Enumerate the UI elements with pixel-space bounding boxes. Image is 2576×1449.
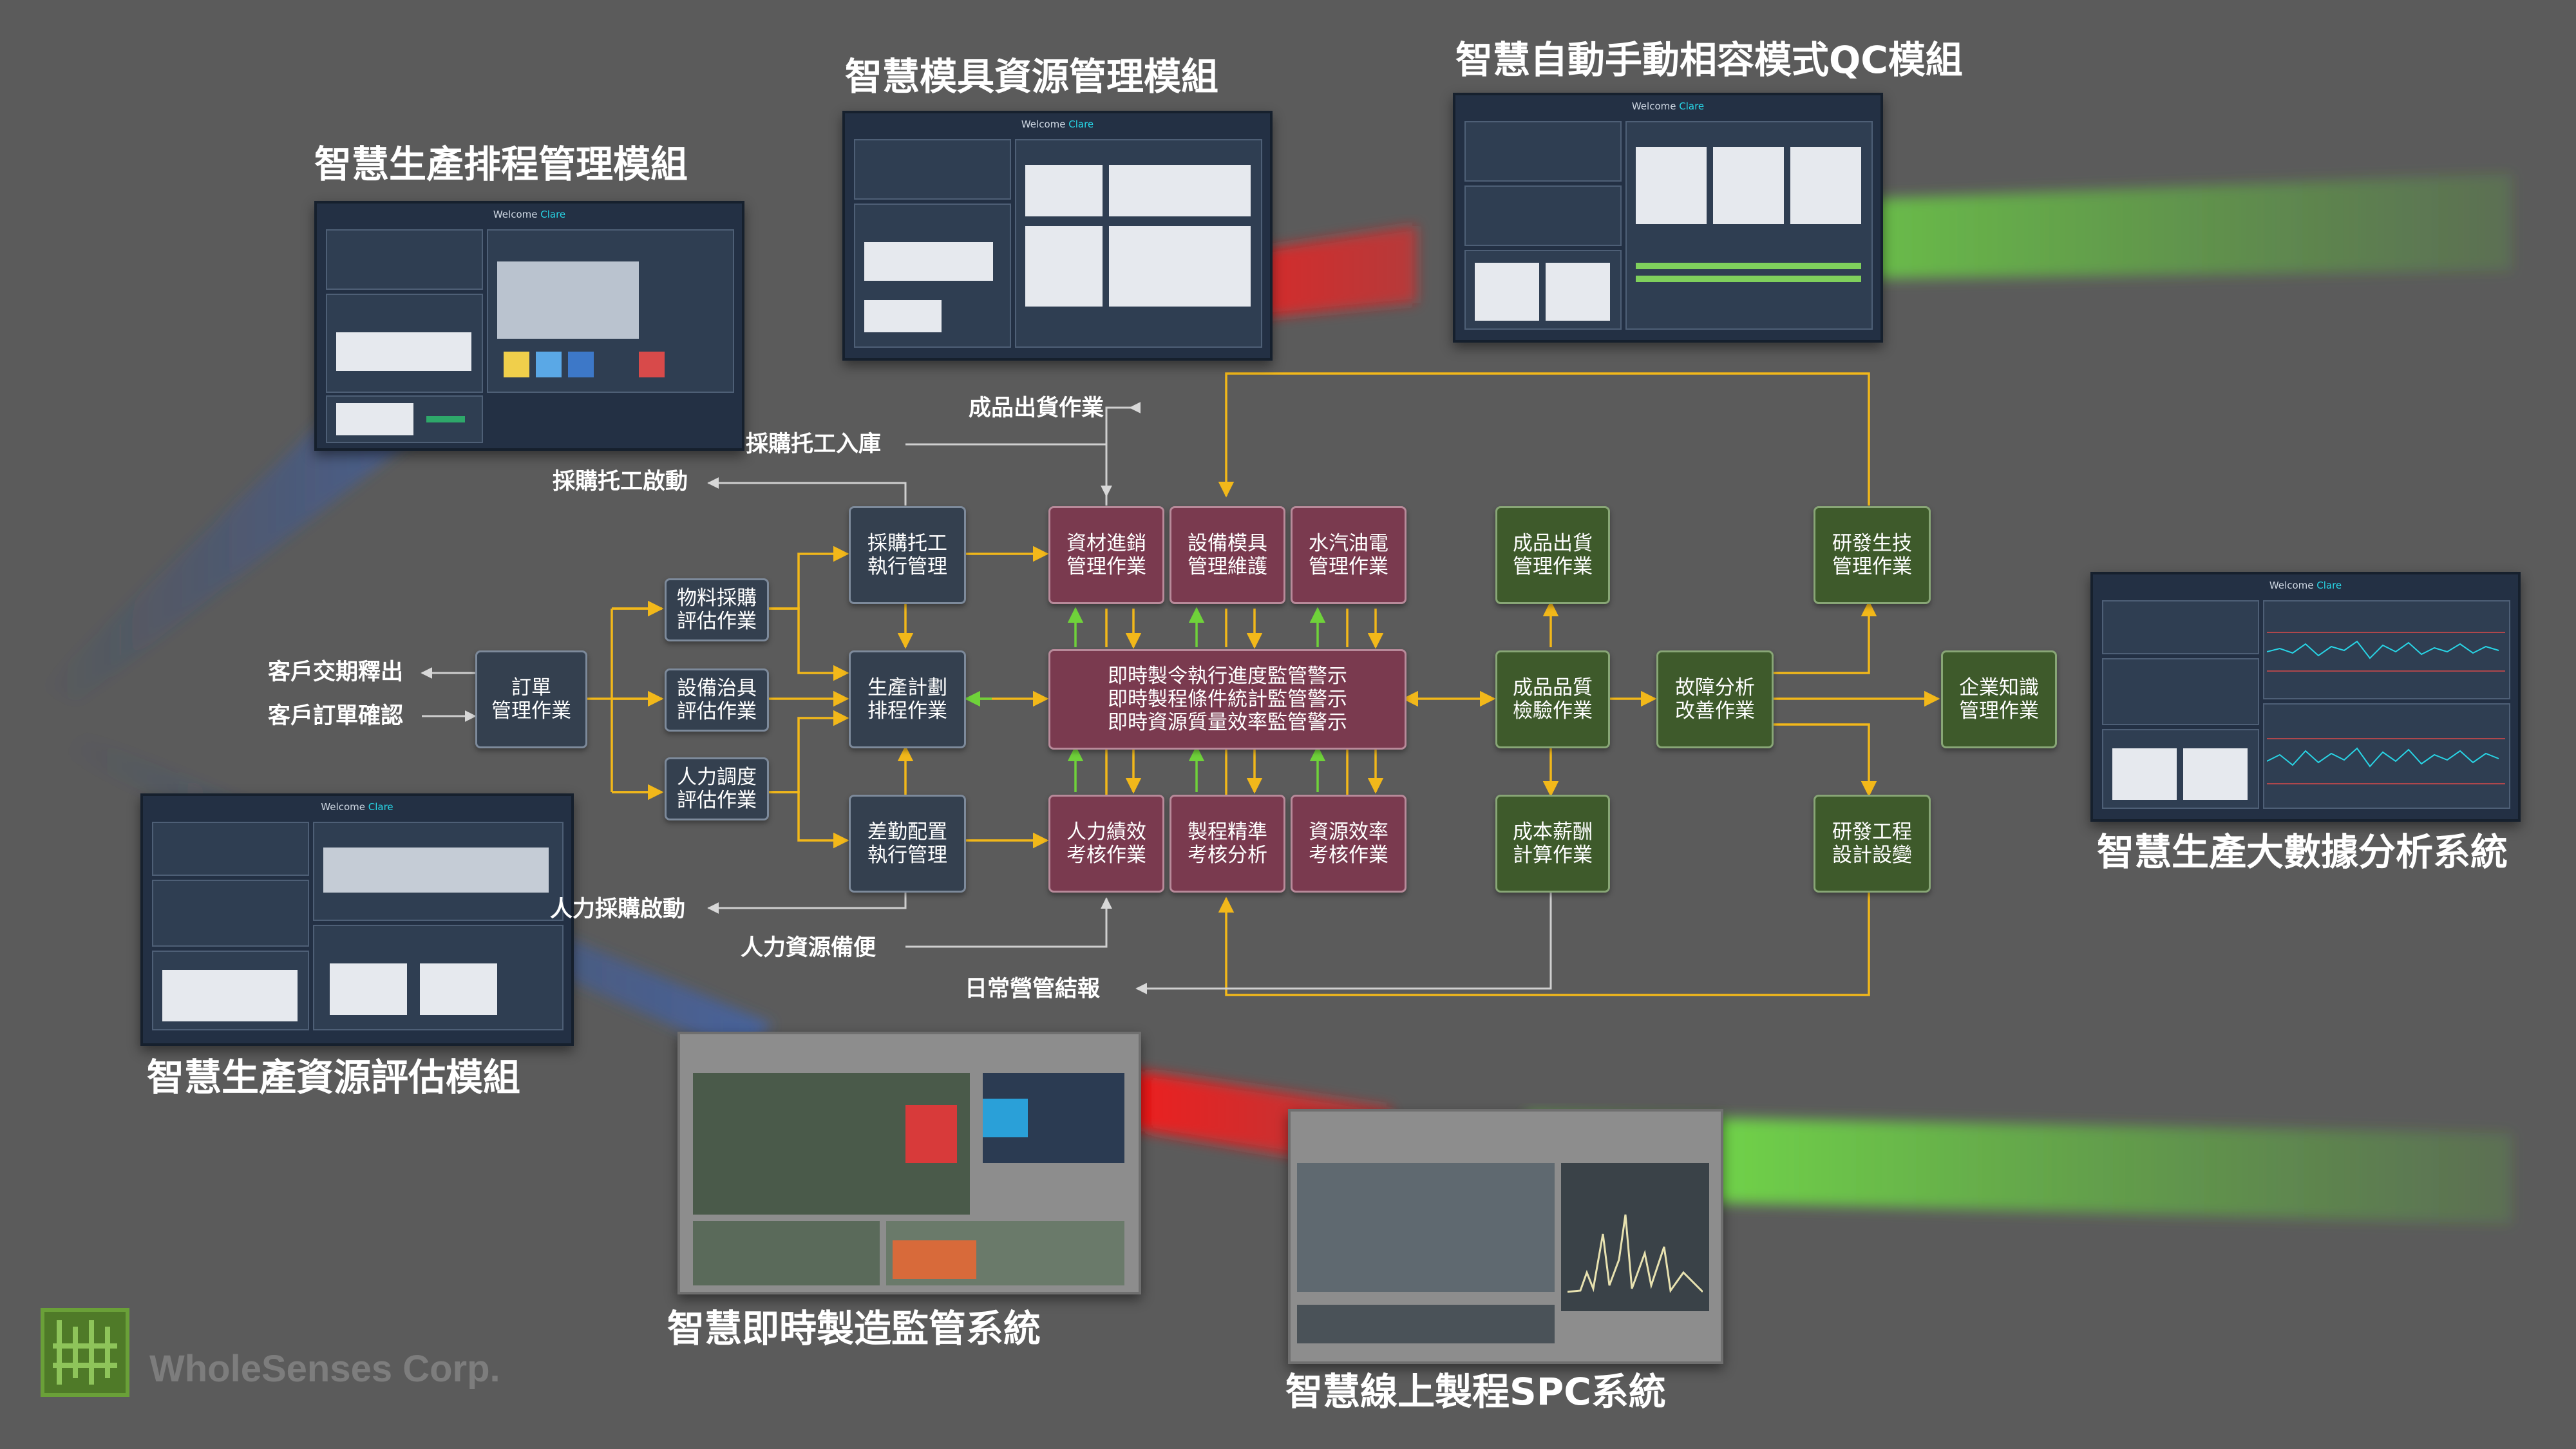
title-qc: 智慧自動手動相容模式QC模組 xyxy=(1455,38,1963,82)
edge-order-to-evals xyxy=(586,607,662,793)
screen-bigdata: Welcome Clare xyxy=(2090,572,2521,822)
box-dispatch-exec[interactable]: 差勤配置 執行管理 xyxy=(849,795,966,893)
spc-histogram xyxy=(1567,1214,1703,1293)
welcome-line: Welcome Clare xyxy=(2269,580,2342,591)
label-hr-purchase-start: 人力採購啟動 xyxy=(550,896,686,922)
screen-spc xyxy=(1288,1109,1723,1364)
box-manpower-eval[interactable]: 人力調度 評估作業 xyxy=(665,757,769,820)
company-name: WholeSenses Corp. xyxy=(149,1348,500,1390)
title-resource-eval: 智慧生產資源評估模組 xyxy=(147,1056,521,1099)
box-equipment-maint[interactable]: 設備模具 管理維護 xyxy=(1170,506,1285,604)
box-material-eval[interactable]: 物料採購 評估作業 xyxy=(665,578,769,641)
screen-realtime xyxy=(677,1032,1141,1294)
box-fault-analysis[interactable]: 故障分析 改善作業 xyxy=(1656,650,1774,748)
screen-scheduling: Welcome Clare xyxy=(314,201,744,451)
title-realtime: 智慧即時製造監管系統 xyxy=(667,1307,1041,1350)
title-spc: 智慧線上製程SPC系統 xyxy=(1285,1370,1666,1414)
screen-mold: Welcome Clare xyxy=(842,111,1273,361)
label-shipping-op: 成品出貨作業 xyxy=(969,395,1104,421)
label-hr-standby: 人力資源備便 xyxy=(741,935,876,961)
label-purchase-in: 採購托工入庫 xyxy=(746,431,882,457)
welcome-line: Welcome Clare xyxy=(321,801,393,813)
label-customer-order: 客戶訂單確認 xyxy=(268,703,404,729)
box-production-plan[interactable]: 生產計劃 排程作業 xyxy=(849,650,966,748)
box-monitor-center[interactable]: 即時製令執行進度監管警示 即時製程條件統計監管警示 即時資源質量效率監管警示 xyxy=(1048,649,1406,750)
welcome-line: Welcome Clare xyxy=(493,209,566,220)
welcome-line: Welcome Clare xyxy=(1631,100,1705,112)
screen-qc: Welcome Clare xyxy=(1453,93,1883,343)
box-rd-tech[interactable]: 研發生技 管理作業 xyxy=(1814,506,1931,604)
label-daily-report: 日常營管結報 xyxy=(965,976,1101,1002)
box-rd-design[interactable]: 研發工程 設計設變 xyxy=(1814,795,1931,893)
box-knowledge[interactable]: 企業知識 管理作業 xyxy=(1941,650,2057,748)
company-logo-icon xyxy=(41,1308,129,1397)
spc-chart-bottom xyxy=(2267,738,2505,784)
label-customer-delivery: 客戶交期釋出 xyxy=(268,659,404,685)
box-hr-eval[interactable]: 人力績效 考核作業 xyxy=(1048,795,1164,893)
spc-chart-top xyxy=(2267,632,2505,672)
box-purchase-exec[interactable]: 採購托工 執行管理 xyxy=(849,506,966,604)
box-equipment-eval[interactable]: 設備治具 評估作業 xyxy=(665,668,769,732)
box-quality-inspect[interactable]: 成品品質 檢驗作業 xyxy=(1495,650,1610,748)
box-resource-efficiency[interactable]: 資源效率 考核作業 xyxy=(1291,795,1406,893)
title-scheduling: 智慧生產排程管理模組 xyxy=(314,142,688,186)
welcome-line: Welcome Clare xyxy=(1021,118,1094,130)
box-utilities[interactable]: 水汽油電 管理作業 xyxy=(1291,506,1406,604)
box-cost-calc[interactable]: 成本薪酬 計算作業 xyxy=(1495,795,1610,893)
box-shipping-mgmt[interactable]: 成品出貨 管理作業 xyxy=(1495,506,1610,604)
label-purchase-start: 採購托工啟動 xyxy=(553,469,688,495)
box-process-analysis[interactable]: 製程精準 考核分析 xyxy=(1170,795,1285,893)
box-material-stock[interactable]: 資材進銷 管理作業 xyxy=(1048,506,1164,604)
screen-resource-eval: Welcome Clare xyxy=(140,793,574,1046)
title-mold: 智慧模具資源管理模組 xyxy=(845,55,1219,99)
title-bigdata: 智慧生產大數據分析系統 xyxy=(2097,830,2508,874)
box-order-management[interactable]: 訂單 管理作業 xyxy=(475,650,587,748)
